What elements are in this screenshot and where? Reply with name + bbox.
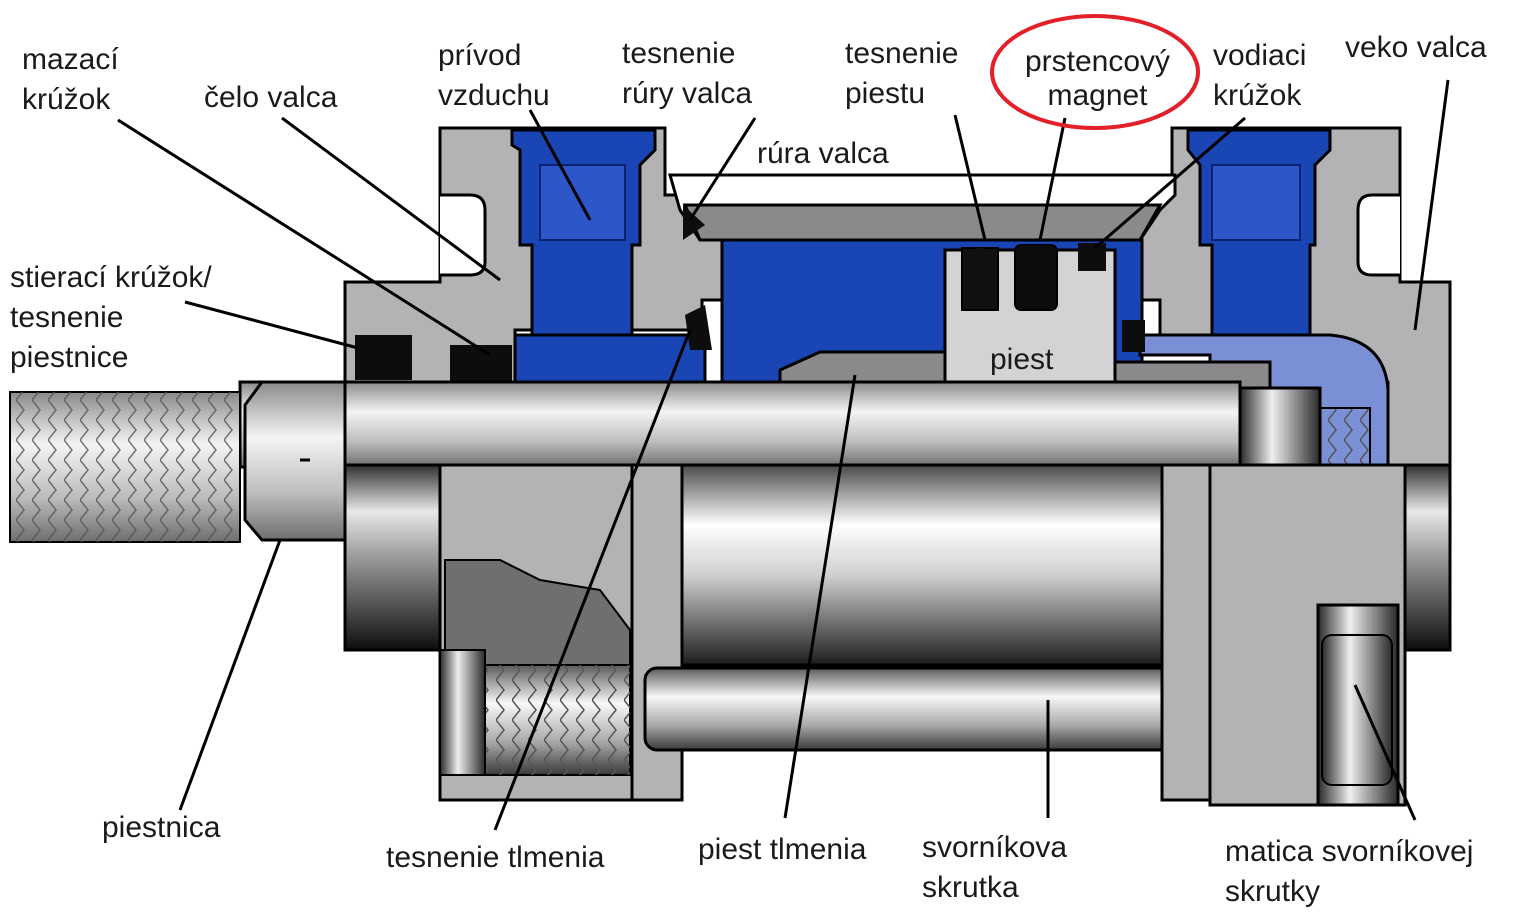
label-piston-seal: tesnenie piestu <box>845 34 958 114</box>
label-wiper-seal-line2: tesnenie <box>10 301 124 334</box>
highlight-ring <box>990 14 1200 130</box>
label-air-inlet-line1: prívod <box>438 39 522 72</box>
label-ring-magnet-line1: prstencový <box>1024 45 1171 78</box>
label-tie-rod-nut-line1: matica svorníkovej <box>1225 835 1474 868</box>
piston-seal-oring-top <box>966 248 994 276</box>
rod-channel-blue <box>513 333 707 384</box>
ring-magnet <box>1014 244 1058 311</box>
label-lube-ring-line1: mazací <box>22 43 119 76</box>
piston-nut <box>1238 386 1322 468</box>
leader-lines <box>117 79 1450 831</box>
label-piston-seal-line2: piestu <box>845 77 926 110</box>
lube-ring <box>450 345 512 382</box>
label-wiper-seal-line3: piestnice <box>10 341 129 374</box>
cushion-seal <box>685 305 712 350</box>
label-wiper-seal-line1: stierací krúžok/ <box>10 261 212 294</box>
tie-rod-nut-inner <box>1321 634 1393 786</box>
label-tube-seal: tesnenie rúry valca <box>622 34 752 114</box>
barrel-flange-right <box>1160 463 1214 802</box>
guide-ring <box>1078 243 1106 271</box>
label-air-inlet: prívod vzduchu <box>438 36 550 116</box>
front-bolt-thread-pattern <box>485 665 630 775</box>
label-front-head: čelo valca <box>204 81 338 114</box>
label-wiper-seal: stierací krúžok/ tesnenie piestnice <box>10 258 212 378</box>
air-port-front-inner <box>539 164 626 241</box>
piston-rod <box>238 380 1242 469</box>
label-ring-magnet: prstencový magnet <box>1000 42 1195 116</box>
rear-cover-slot <box>1356 193 1400 277</box>
label-piston-seal-line1: tesnenie <box>845 37 959 70</box>
label-lube-ring-line2: krúžok <box>22 83 111 116</box>
label-lube-ring: mazací krúžok <box>22 40 119 120</box>
label-ring-magnet-line2: magnet <box>1047 79 1148 112</box>
front-head-slot <box>440 193 487 277</box>
front-bolt-nut <box>439 649 486 776</box>
cylinder-tube-wall <box>682 203 1163 242</box>
label-cushion-piston: piest tlmenia <box>698 833 867 866</box>
label-tie-rod-nut-line2: skrutky <box>1225 875 1321 908</box>
label-guide-ring-line1: vodiaci <box>1213 39 1307 72</box>
label-tie-rod-line2: skrutka <box>922 871 1019 904</box>
label-tie-rod-nut: matica svorníkovej skrutky <box>1225 832 1473 912</box>
rear-cover-cap <box>1403 463 1452 652</box>
label-cushion-seal: tesnenie tlmenia <box>386 841 605 874</box>
tie-rod <box>643 666 1212 752</box>
label-tube-seal-line2: rúry valca <box>622 77 753 110</box>
piston-nut-thread <box>1319 407 1371 466</box>
label-piston: piest <box>990 343 1054 376</box>
cushion-seal-rear <box>1122 320 1145 352</box>
label-tube-seal-line1: tesnenie <box>622 37 736 70</box>
label-piston-rod: piestnica <box>102 811 221 844</box>
rod-thread-pattern <box>10 392 240 542</box>
wiper-seal <box>355 335 412 380</box>
air-port-rear-inner <box>1211 164 1301 241</box>
barrel-body <box>680 463 1164 667</box>
label-tie-rod-line1: svorníkova <box>922 831 1068 864</box>
label-tie-rod: svorníkova skrutka <box>922 828 1067 908</box>
label-cylinder-tube: rúra valca <box>757 137 889 170</box>
front-head-lower <box>343 463 442 652</box>
tube-seal-front <box>683 205 705 240</box>
label-air-inlet-line2: vzduchu <box>438 79 550 112</box>
piston-seal-oring-bottom <box>966 278 994 306</box>
piston-rod-end <box>243 380 347 542</box>
label-rear-cover: veko valca <box>1345 31 1487 64</box>
label-guide-ring-line2: krúžok <box>1213 79 1302 112</box>
label-guide-ring: vodiaci krúžok <box>1213 36 1306 116</box>
